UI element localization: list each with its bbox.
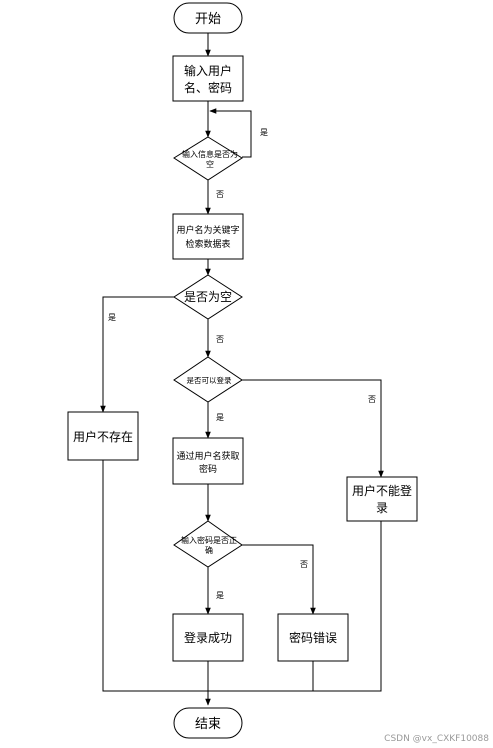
node-get-pwd: 通过用户名获取 密码: [172, 437, 244, 485]
node-search: 用户名为关键字 检索数据表: [172, 213, 244, 260]
node-empty-check: 输入信息是否为 空: [173, 136, 243, 181]
label-result-no: 否: [216, 335, 224, 344]
node-user-not-exist: 用户不存在: [67, 411, 139, 461]
node-start-text: 开始: [195, 12, 221, 27]
node-get-pwd-line1: 通过用户名获取: [176, 450, 239, 462]
node-pwd-check: 输入密码是否正 确: [173, 520, 243, 568]
node-pwd-check-line2: 确: [205, 545, 213, 555]
edges: [100, 33, 384, 706]
label-pwd-yes: 是: [216, 591, 224, 600]
node-input-line1: 输入用户: [184, 63, 232, 78]
node-empty-check-line2: 空: [206, 159, 214, 169]
edge-labels: 是 否 是 否 否 是 否 是: [108, 128, 376, 600]
node-pwd-error-text: 密码错误: [289, 630, 337, 645]
node-login-success-text: 登录成功: [184, 630, 232, 645]
label-login-no: 否: [368, 395, 376, 404]
node-input: 输入用户 名、密码: [172, 55, 244, 102]
label-pwd-no: 否: [300, 560, 308, 569]
node-empty-check-line1: 输入信息是否为: [182, 149, 238, 159]
node-result-empty: 是否为空: [173, 274, 243, 320]
node-cannot-login-line2: 录: [376, 501, 388, 515]
node-cannot-login: 用户不能登 录: [346, 476, 418, 522]
node-cannot-login-line1: 用户不能登: [352, 483, 412, 498]
edge-can-login-no: [242, 379, 384, 478]
node-start: 开始: [173, 2, 243, 34]
label-result-yes: 是: [108, 313, 116, 322]
label-login-yes: 是: [216, 413, 224, 422]
watermark: CSDN @vx_CXKF10088: [384, 734, 489, 744]
node-end-text: 结束: [195, 717, 221, 732]
label-empty-no: 否: [216, 190, 224, 199]
label-empty-yes: 是: [260, 128, 268, 137]
node-can-login-text: 是否可以登录: [187, 375, 232, 385]
node-pwd-check-line1: 输入密码是否正: [181, 535, 237, 545]
node-can-login: 是否可以登录: [173, 356, 243, 403]
node-pwd-error: 密码错误: [277, 613, 349, 662]
node-get-pwd-line2: 密码: [199, 463, 217, 475]
node-search-line2: 检索数据表: [185, 238, 230, 250]
node-input-line2: 名、密码: [184, 80, 232, 95]
edge-pwd-check-no: [242, 544, 316, 615]
node-search-line1: 用户名为关键字: [176, 224, 239, 236]
node-end: 结束: [173, 707, 243, 739]
edge-result-not-exist: [100, 296, 175, 413]
node-user-not-exist-text: 用户不存在: [73, 429, 133, 444]
node-result-empty-text: 是否为空: [184, 290, 232, 304]
edge-merge-bottom: [102, 460, 382, 692]
edge-empty-check-loop: [209, 108, 252, 158]
node-login-success: 登录成功: [172, 613, 244, 662]
